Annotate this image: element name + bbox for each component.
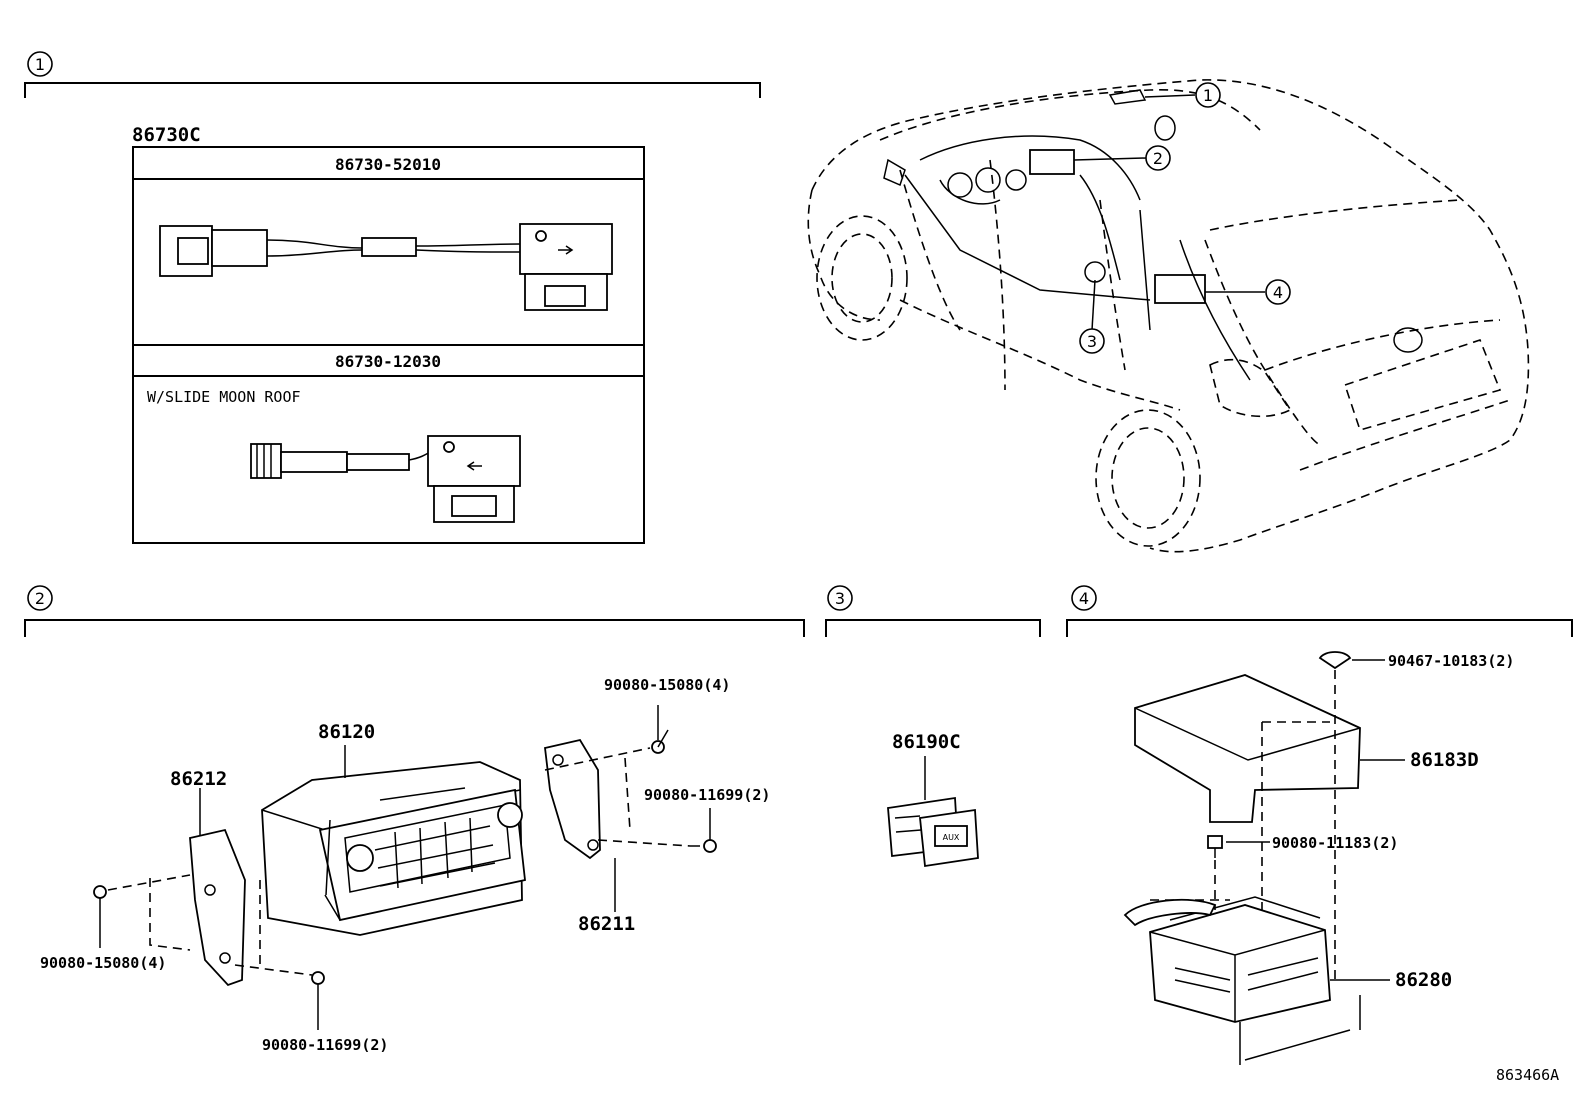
part-label-86190C: 86190C bbox=[892, 731, 961, 753]
section-2: 2 bbox=[24, 585, 805, 1054]
section-1-callout-number: 1 bbox=[35, 55, 45, 74]
section-4-callout-number: 4 bbox=[1079, 589, 1089, 608]
vehicle-callout-4: 4 bbox=[1265, 279, 1291, 305]
section-2-callout-number: 2 bbox=[35, 589, 45, 608]
section-2-callout: 2 bbox=[27, 585, 53, 611]
part-label-86211: 86211 bbox=[578, 913, 635, 935]
bracket-left-drawing bbox=[189, 828, 246, 987]
bolt-drawing bbox=[1207, 835, 1223, 858]
variant-part-number-2: 86730-12030 bbox=[335, 352, 441, 371]
section-3: 3 86190C AUX bbox=[825, 585, 1041, 868]
screw-top-right-drawing bbox=[651, 729, 669, 754]
svg-text:3: 3 bbox=[1087, 332, 1097, 351]
part-label-86212: 86212 bbox=[170, 768, 227, 790]
part-label-86280: 86280 bbox=[1395, 969, 1452, 991]
part-label-86183D: 86183D bbox=[1410, 749, 1479, 771]
vehicle-callout-1: 1 bbox=[1195, 82, 1221, 108]
aux-jack-drawing: AUX bbox=[887, 796, 979, 868]
svg-text:4: 4 bbox=[1273, 283, 1283, 302]
radio-unit-drawing bbox=[261, 761, 526, 936]
part-label-screw-left: 90080-15080(4) bbox=[40, 954, 166, 972]
amplifier-drawing bbox=[1123, 896, 1361, 1065]
part-label-clip: 90467-10183(2) bbox=[1388, 652, 1514, 670]
section-2-bracket-line bbox=[24, 619, 805, 637]
screw-bottom-drawing bbox=[311, 971, 325, 985]
amplifier-cover-drawing bbox=[1134, 674, 1361, 823]
part-label-86120: 86120 bbox=[318, 721, 375, 743]
section-4: 4 90467-10183(2) 86183D 90080-11183(2) bbox=[1066, 585, 1573, 1065]
part-label-screw-right: 90080-11699(2) bbox=[644, 786, 770, 804]
svg-text:1: 1 bbox=[1203, 86, 1213, 105]
screw-right-drawing bbox=[690, 839, 717, 853]
variant-note: W/SLIDE MOON ROOF bbox=[147, 388, 301, 406]
section-3-callout-number: 3 bbox=[835, 589, 845, 608]
vehicle-location-drawing: 1 2 3 4 bbox=[807, 79, 1530, 553]
bracket-right-drawing bbox=[544, 738, 601, 860]
part-label-screw-bottom: 90080-11699(2) bbox=[262, 1036, 388, 1054]
svg-text:2: 2 bbox=[1153, 149, 1163, 168]
section-4-bracket-line bbox=[1066, 619, 1573, 637]
clip-drawing bbox=[1318, 651, 1352, 670]
vehicle-callout-2: 2 bbox=[1145, 145, 1171, 171]
part-label-screw-top-right: 90080-15080(4) bbox=[604, 676, 730, 694]
variant-part-number-1: 86730-52010 bbox=[335, 155, 441, 174]
section-3-bracket-line bbox=[825, 619, 1041, 637]
section-1: 1 86730C 86730-52010 86730-12030 W/SLIDE… bbox=[24, 51, 761, 544]
section-1-bracket-line bbox=[24, 82, 761, 98]
antenna-harness-drawing-2 bbox=[250, 435, 521, 523]
aux-jack-text: AUX bbox=[943, 833, 960, 842]
illustration-code: 863466A bbox=[1496, 1066, 1559, 1084]
section-4-callout: 4 bbox=[1071, 585, 1097, 611]
section-3-callout: 3 bbox=[827, 585, 853, 611]
part-label-86730C: 86730C bbox=[132, 124, 201, 146]
vehicle-callout-3: 3 bbox=[1079, 328, 1105, 354]
section-1-callout: 1 bbox=[27, 51, 53, 77]
screw-left-drawing bbox=[93, 885, 107, 899]
antenna-harness-drawing-1 bbox=[159, 223, 613, 311]
